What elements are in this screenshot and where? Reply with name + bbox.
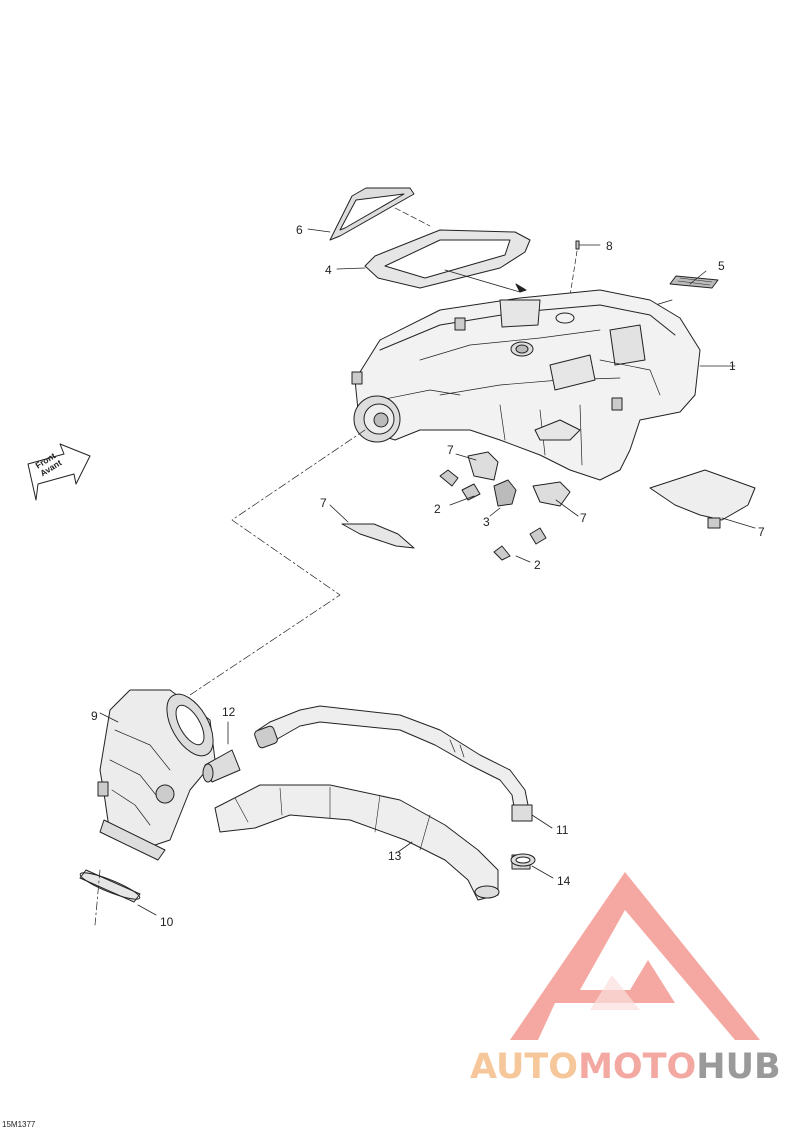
part-3-grommet bbox=[489, 479, 517, 517]
part-7-seal-c bbox=[329, 504, 415, 549]
watermark-moto: MOTO bbox=[578, 1047, 697, 1087]
callout-2b: 2 bbox=[534, 558, 541, 572]
part-6-gasket bbox=[307, 187, 415, 241]
part-12-fitting bbox=[202, 721, 241, 783]
part-14-hose-clamp bbox=[510, 853, 554, 879]
callout-10: 10 bbox=[160, 915, 174, 929]
part-9-adaptor bbox=[97, 689, 216, 861]
watermark-auto: AUTO bbox=[470, 1047, 579, 1087]
callout-11: 11 bbox=[556, 823, 569, 837]
callout-13: 13 bbox=[388, 849, 402, 863]
watermark-hub: HUB bbox=[696, 1047, 781, 1087]
assembly-leader-line bbox=[189, 429, 366, 696]
document-code: 15M1377 bbox=[2, 1120, 36, 1129]
part-7-plate-d bbox=[649, 469, 756, 529]
callout-9: 9 bbox=[91, 709, 98, 723]
callout-7a: 7 bbox=[447, 443, 454, 457]
callout-12: 12 bbox=[222, 705, 236, 719]
callout-2a: 2 bbox=[434, 502, 441, 516]
part-7-seal-b bbox=[532, 481, 579, 517]
part-10-clamp bbox=[79, 869, 157, 926]
callout-3: 3 bbox=[483, 515, 490, 529]
callout-4: 4 bbox=[325, 263, 332, 277]
watermark-logo bbox=[510, 872, 760, 1040]
callout-7c: 7 bbox=[580, 511, 587, 525]
part-7-seal-a bbox=[455, 451, 499, 481]
callout-14: 14 bbox=[557, 874, 571, 888]
callout-7b: 7 bbox=[320, 496, 327, 510]
callout-1: 1 bbox=[729, 359, 736, 373]
part-4-cover bbox=[336, 207, 531, 293]
front-direction-arrow bbox=[27, 443, 91, 501]
part-2-clip-b bbox=[493, 527, 547, 563]
watermark-text: AUTOMOTOHUB bbox=[470, 1047, 781, 1087]
callout-8: 8 bbox=[606, 239, 613, 253]
part-2-clip-a bbox=[439, 469, 481, 506]
callout-7d: 7 bbox=[758, 525, 765, 539]
callout-5: 5 bbox=[718, 259, 725, 273]
callout-6: 6 bbox=[296, 223, 303, 237]
part-13-intake-hose bbox=[214, 784, 500, 901]
part-1-airbox bbox=[351, 289, 736, 481]
